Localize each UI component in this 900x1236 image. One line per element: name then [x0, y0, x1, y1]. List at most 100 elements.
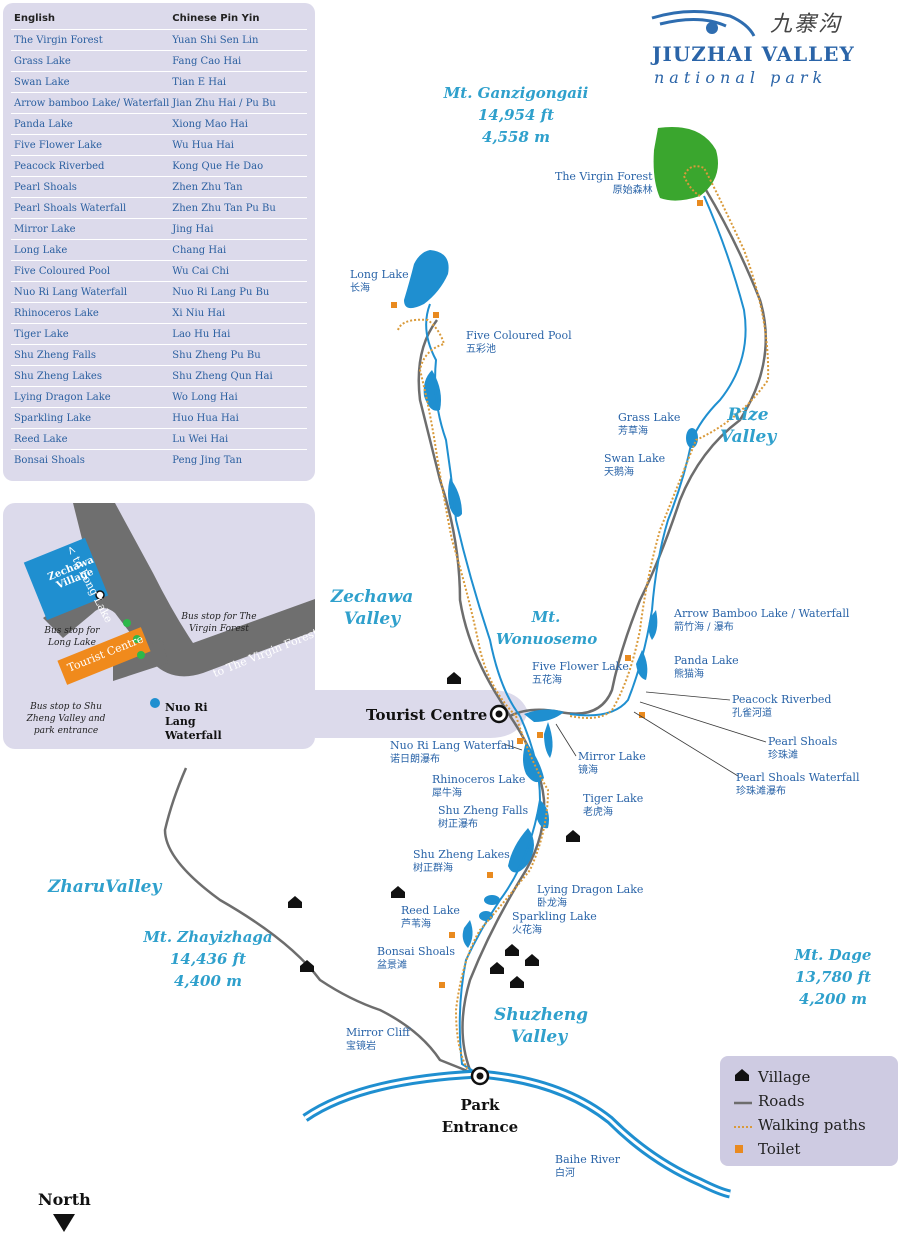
label-peacock-en: Peacock Riverbed: [732, 693, 832, 706]
label-grass-lake: Grass Lake 芳草海: [618, 411, 680, 439]
label-grass-lake-en: Grass Lake: [618, 411, 681, 424]
pinyin-name-cell: Nuo Ri Lang Pu Bu: [169, 281, 307, 303]
pinyin-name-cell: Tian E Hai: [169, 71, 307, 93]
road-icon: [734, 1092, 758, 1110]
mt-wonuosemo: Mt. Wonuosemo: [496, 608, 598, 648]
mt-dage: Mt. Dage 13,780 ft 4,200 m: [770, 944, 896, 1010]
inset-bus-stop-long: Bus stop for Long Lake: [44, 626, 100, 648]
pinyin-name-cell: Kong Que He Dao: [169, 155, 307, 177]
valley-zechawa: Zechawa Valley: [330, 587, 414, 629]
legend-roads-label: Roads: [758, 1092, 805, 1110]
label-pearl-shoals: Pearl Shoals 珍珠滩: [768, 735, 837, 763]
label-swan-lake-en: Swan Lake: [604, 452, 666, 465]
logo-icon: [651, 9, 756, 37]
inset-bus-stop-shuzheng: Bus stop to Shu Zheng Valley and park en…: [26, 702, 106, 736]
label-mirror-lake-en: Mirror Lake: [578, 750, 646, 763]
label-bonsai-zh: 盆景滩: [377, 960, 407, 971]
park-subtitle: national park: [654, 68, 828, 87]
leader-lines: [503, 691, 767, 777]
tourist-centre-label: Tourist Centre: [366, 706, 488, 724]
label-baihe-en: Baihe River: [555, 1153, 621, 1166]
label-lying-dragon-zh: 卧龙海: [537, 898, 567, 909]
label-swan-lake-zh: 天鹅海: [604, 467, 634, 478]
english-name-cell: Sparkling Lake: [11, 407, 170, 429]
label-reed-lake-zh: 芦苇海: [401, 919, 431, 930]
label-nuorilang-wf-zh: 诺日朗瀑布: [390, 754, 440, 765]
label-bonsai-en: Bonsai Shoals: [377, 945, 455, 958]
mt-ganzigongaii: Mt. Ganzigongaii 14,954 ft 4,558 m: [436, 82, 596, 148]
english-name-cell: Bonsai Shoals: [11, 449, 170, 470]
village-icon: [734, 1068, 758, 1086]
label-tiger-lake-zh: 老虎海: [583, 807, 613, 818]
label-sparkling-lake-zh: 火花海: [512, 925, 542, 936]
col-header-pinyin: Chinese Pin Yin: [172, 13, 260, 24]
label-tiger-lake-en: Tiger Lake: [583, 792, 644, 805]
english-name-cell: Tiger Lake: [11, 323, 170, 345]
label-sparkling-lake-en: Sparkling Lake: [512, 910, 597, 923]
village-markers: [288, 672, 580, 988]
english-name-cell: Arrow bamboo Lake/ Waterfall: [11, 92, 170, 114]
label-reed-lake-en: Reed Lake: [401, 904, 460, 917]
legend-village: Village: [734, 1068, 810, 1086]
mt-dage-m: 4,200 m: [798, 990, 868, 1008]
col-header-english: English: [14, 13, 56, 24]
mt-zhayizhaga-m: 4,400 m: [173, 972, 243, 990]
label-panda-lake-en: Panda Lake: [674, 654, 739, 667]
mt-dage-name: Mt. Dage: [794, 946, 872, 964]
pinyin-name-cell: Yuan Shi Sen Lin: [169, 29, 307, 51]
label-five-coloured-pool-zh: 五彩池: [466, 344, 496, 355]
legend: Village Roads Walking paths Toilet: [720, 1056, 898, 1166]
label-pearl-shoals-zh: 珍珠滩: [768, 750, 798, 761]
pinyin-name-cell: Jing Hai: [169, 218, 307, 240]
tourist-centre-node: [489, 704, 509, 724]
pinyin-name-cell: Lu Wei Hai: [169, 428, 307, 450]
label-sparkling-lake: Sparkling Lake 火花海: [512, 910, 597, 938]
tourist-centre-inset: < to Long Lake to The Virgin Forest > Ze…: [3, 503, 315, 749]
toilet-markers: [391, 200, 703, 988]
label-reed-lake: Reed Lake 芦苇海: [401, 904, 460, 932]
label-five-flower-zh: 五花海: [532, 675, 562, 686]
english-name-cell: Long Lake: [11, 239, 170, 261]
label-shuzheng-lakes-zh: 树正群海: [413, 863, 453, 874]
english-name-cell: Grass Lake: [11, 50, 170, 72]
mt-ganzigongaii-m: 4,558 m: [481, 128, 551, 146]
label-grass-lake-zh: 芳草海: [618, 426, 648, 437]
label-arrow-bamboo-zh: 箭竹海 / 瀑布: [674, 622, 734, 633]
label-lying-dragon-en: Lying Dragon Lake: [537, 883, 644, 896]
label-lying-dragon: Lying Dragon Lake 卧龙海: [537, 883, 643, 911]
streams: [425, 195, 747, 1075]
label-panda-lake-zh: 熊猫海: [674, 669, 704, 680]
label-mirror-cliff-zh: 宝镜岩: [346, 1041, 376, 1052]
label-pearl-shoals-en: Pearl Shoals: [768, 735, 838, 748]
label-virgin-forest-zh: 原始森林: [612, 185, 653, 196]
english-name-cell: Five Flower Lake: [11, 134, 170, 156]
names-table: English Chinese Pin Yin The Virgin Fores…: [11, 9, 307, 470]
pinyin-name-cell: Fang Cao Hai: [169, 50, 307, 72]
names-table-panel: English Chinese Pin Yin The Virgin Fores…: [3, 3, 315, 481]
pinyin-name-cell: Lao Hu Hai: [169, 323, 307, 345]
walking-paths: [397, 165, 770, 1071]
